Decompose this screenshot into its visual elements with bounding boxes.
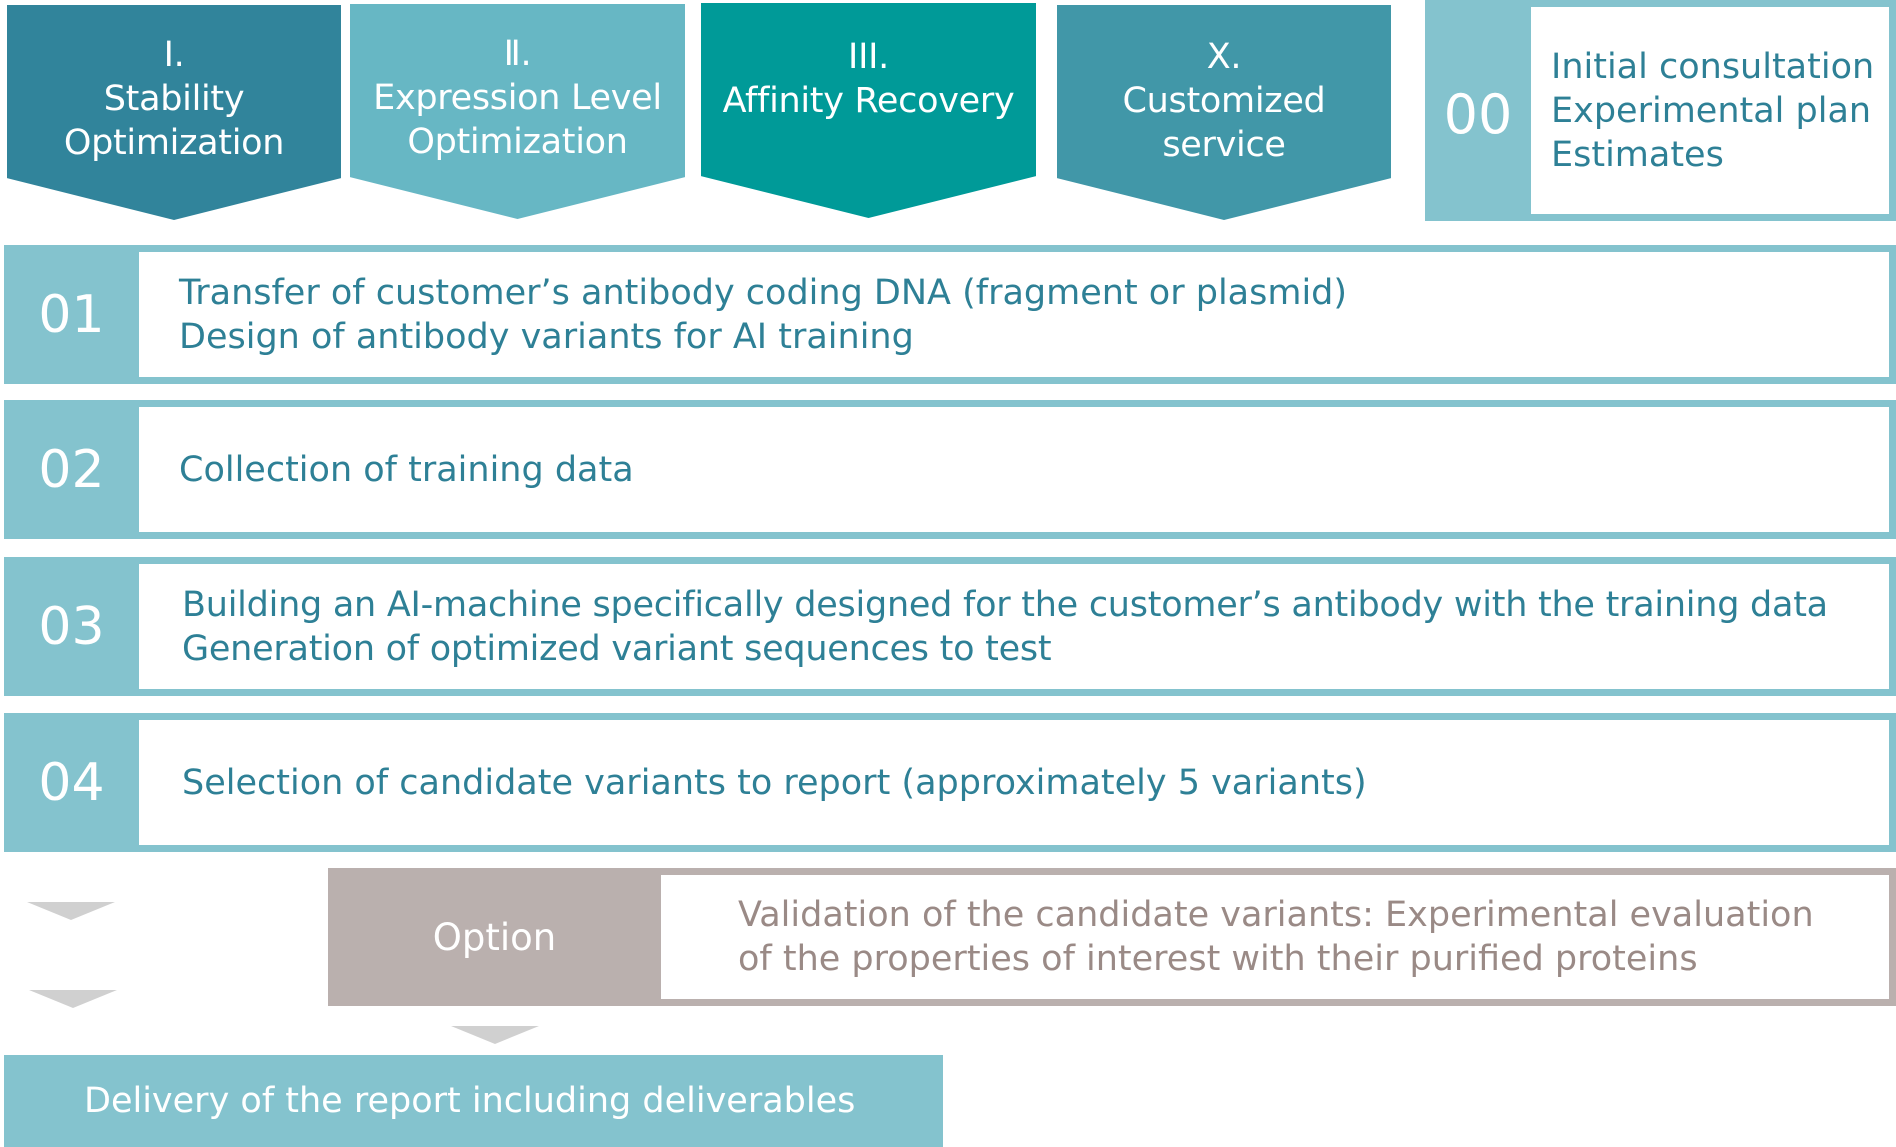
- service-title-line: Optimization: [407, 122, 628, 162]
- service-customized: X. Customized service: [1057, 5, 1391, 220]
- delivery-report: Delivery of the report including deliver…: [4, 1055, 943, 1147]
- step-description: Initial consultation Experimental plan E…: [1531, 7, 1889, 214]
- option-validation: Option Validation of the candidate varia…: [328, 868, 1896, 1006]
- step-line: Initial consultation: [1551, 46, 1875, 87]
- option-label: Option: [432, 915, 557, 959]
- service-title-line: Expression Level: [373, 78, 662, 118]
- step-line: Estimates: [1551, 134, 1724, 175]
- step-number: 02: [38, 439, 105, 500]
- step-description: Collection of training data: [139, 407, 1889, 532]
- option-line: of the properties of interest with their…: [738, 939, 1698, 979]
- step-description: Selection of candidate variants to repor…: [139, 720, 1889, 845]
- service-affinity-recovery: III. Affinity Recovery: [701, 3, 1036, 218]
- service-numeral: X.: [1206, 37, 1242, 77]
- service-title-line: Stability: [103, 79, 245, 119]
- service-title-line: service: [1162, 125, 1286, 165]
- step-00-initial-consultation: 00 Initial consultation Experimental pla…: [1425, 0, 1896, 221]
- step-02: 02 Collection of training data: [4, 400, 1896, 539]
- option-description: Validation of the candidate variants: Ex…: [661, 875, 1889, 999]
- service-stability-optimization: Ⅰ. Stability Optimization: [7, 5, 341, 220]
- service-title-line: Customized: [1122, 81, 1326, 121]
- step-line: Building an AI-machine specifically desi…: [182, 584, 1828, 625]
- down-arrow-icon: [29, 990, 117, 1008]
- step-line: Experimental plan: [1551, 90, 1872, 131]
- step-number: 03: [38, 596, 105, 657]
- step-04: 04 Selection of candidate variants to re…: [4, 713, 1896, 852]
- step-line: Transfer of customer’s antibody coding D…: [179, 272, 1348, 313]
- service-numeral: Ⅱ.: [503, 34, 532, 74]
- service-numeral: Ⅰ.: [163, 35, 185, 75]
- service-title-line: Affinity Recovery: [722, 81, 1015, 121]
- service-numeral: III.: [848, 37, 889, 77]
- step-description: Building an AI-machine specifically desi…: [139, 564, 1889, 689]
- service-title-line: Optimization: [63, 123, 285, 163]
- step-03: 03 Building an AI-machine specifically d…: [4, 557, 1896, 696]
- step-number: 01: [38, 284, 105, 345]
- step-line: Generation of optimized variant sequence…: [182, 628, 1052, 669]
- step-line: Selection of candidate variants to repor…: [182, 762, 1367, 803]
- step-01: 01 Transfer of customer’s antibody codin…: [4, 245, 1896, 384]
- step-line: Design of antibody variants for AI train…: [179, 316, 914, 357]
- step-number: 04: [38, 752, 105, 813]
- service-expression-level-optimization: Ⅱ. Expression Level Optimization: [350, 4, 685, 219]
- step-description: Transfer of customer’s antibody coding D…: [139, 252, 1889, 377]
- down-arrow-icon: [27, 902, 115, 920]
- down-arrow-icon: [451, 1026, 539, 1044]
- option-line: Validation of the candidate variants: Ex…: [738, 895, 1814, 935]
- step-number: 00: [1443, 83, 1513, 146]
- step-line: Collection of training data: [179, 449, 634, 490]
